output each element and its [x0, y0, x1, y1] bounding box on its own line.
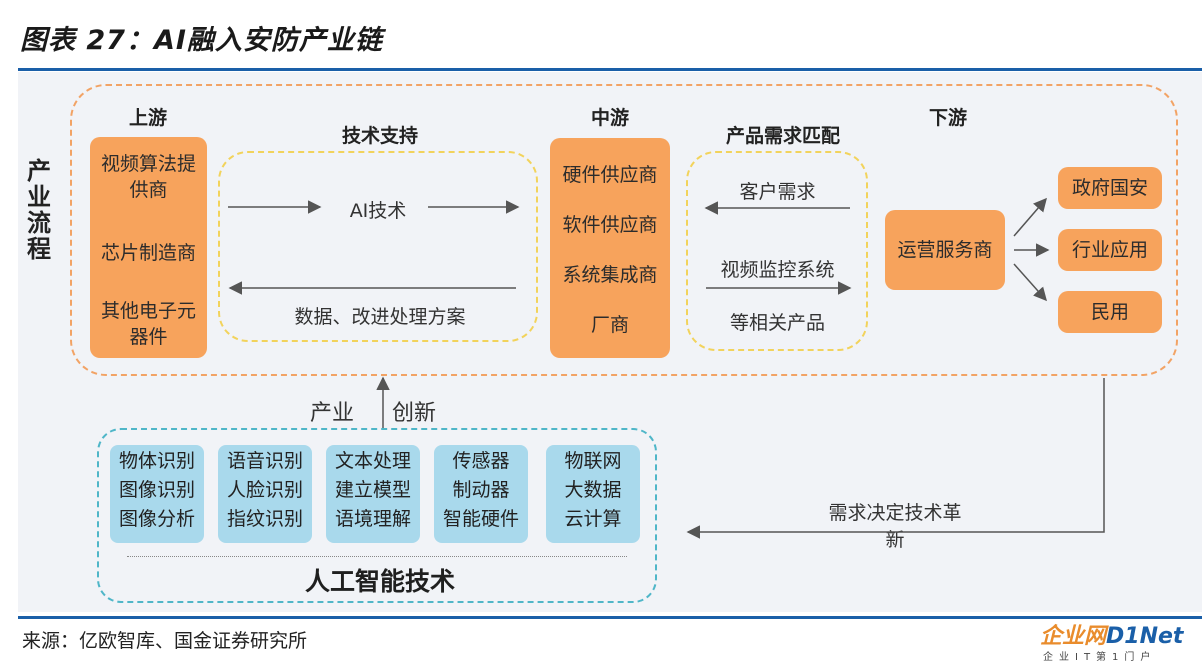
upstream-item-electronic-components: 其他电子元器件 — [100, 300, 196, 348]
figure-title: 图表 27：AI融入安防产业链 — [20, 25, 383, 56]
related-products-label: 等相关产品 — [729, 312, 825, 334]
logo-brand-a: 企业网 — [1040, 624, 1107, 649]
ai-group-hardware: 传感器 制动器 智能硬件 — [434, 445, 528, 543]
ai-item: 图像分析 — [118, 508, 195, 530]
arrow-to-government — [1013, 197, 1047, 237]
midstream-item-software: 软件供应商 — [562, 214, 658, 236]
ai-item: 语音识别 — [226, 450, 303, 472]
midstream-item-vendor: 厂商 — [590, 314, 629, 336]
video-system-label: 视频监控系统 — [720, 259, 835, 281]
industry-chain-loop — [70, 84, 1178, 376]
downstream-government: 政府国安 — [1058, 167, 1162, 209]
side-label: 产业流程 — [26, 158, 52, 262]
ai-item: 制动器 — [452, 479, 510, 501]
demand-drives-tech-label: 需求决定技术革新 — [828, 502, 962, 551]
industry-label: 产业 — [310, 401, 355, 426]
ai-divider — [127, 556, 627, 557]
ai-item: 大数据 — [564, 479, 622, 501]
operator-box: 运营服务商 — [885, 210, 1005, 290]
ai-tech-label: AI技术 — [349, 200, 407, 222]
ai-item: 语境理解 — [334, 508, 411, 530]
ai-item: 建立模型 — [334, 479, 411, 501]
ai-group-biometrics: 语音识别 人脸识别 指纹识别 — [218, 445, 312, 543]
ai-item: 物联网 — [564, 450, 622, 472]
ai-item: 智能硬件 — [442, 508, 519, 530]
ai-item: 人脸识别 — [226, 479, 303, 501]
upstream-box: 视频算法提供商 芯片制造商 其他电子元器件 — [90, 137, 207, 358]
ai-item: 云计算 — [564, 508, 622, 530]
midstream-item-integrator: 系统集成商 — [562, 264, 658, 286]
tech-support-loop — [218, 151, 538, 342]
bottom-rule — [18, 616, 1202, 619]
ai-item: 指纹识别 — [226, 508, 303, 530]
title-rule — [18, 68, 1202, 71]
heading-tech-support: 技术支持 — [341, 125, 418, 147]
side-label-text: 产业流程 — [27, 157, 51, 263]
logo-brand-b: D1Net — [1106, 624, 1184, 649]
logo-subtitle: 企业IT第1门户 — [1043, 652, 1157, 663]
midstream-item-hardware: 硬件供应商 — [562, 164, 658, 186]
upstream-item-video-algorithm: 视频算法提供商 — [100, 153, 196, 201]
ai-item: 传感器 — [452, 450, 510, 472]
data-feedback-label: 数据、改进处理方案 — [294, 306, 466, 328]
source-note: 来源：亿欧智库、国金证券研究所 — [22, 630, 308, 652]
ai-tech-loop — [97, 428, 657, 603]
downstream-civil: 民用 — [1058, 291, 1162, 333]
downstream-industry: 行业应用 — [1058, 229, 1162, 271]
ai-item: 文本处理 — [334, 450, 411, 472]
ai-item: 物体识别 — [118, 450, 195, 472]
heading-midstream: 中游 — [590, 107, 629, 129]
d1net-logo: 企业网D1Net — [1040, 618, 1183, 650]
ai-tech-title: 人工智能技术 — [304, 567, 455, 596]
ai-group-nlp: 文本处理 建立模型 语境理解 — [326, 445, 420, 543]
customer-demand-label: 客户需求 — [739, 181, 816, 203]
heading-demand-match: 产品需求匹配 — [725, 125, 840, 147]
ai-group-infrastructure: 物联网 大数据 云计算 — [546, 445, 640, 543]
heading-downstream: 下游 — [928, 107, 967, 129]
heading-upstream: 上游 — [128, 107, 167, 129]
upstream-item-chip-maker: 芯片制造商 — [100, 242, 196, 264]
ai-group-vision: 物体识别 图像识别 图像分析 — [110, 445, 204, 543]
demand-match-loop — [686, 151, 868, 351]
midstream-box: 硬件供应商 软件供应商 系统集成商 厂商 — [550, 138, 670, 358]
arrow-to-civil — [1013, 263, 1047, 302]
innovation-label: 创新 — [392, 401, 437, 426]
ai-item: 图像识别 — [118, 479, 195, 501]
arrow-demand-feedback — [686, 378, 1105, 539]
